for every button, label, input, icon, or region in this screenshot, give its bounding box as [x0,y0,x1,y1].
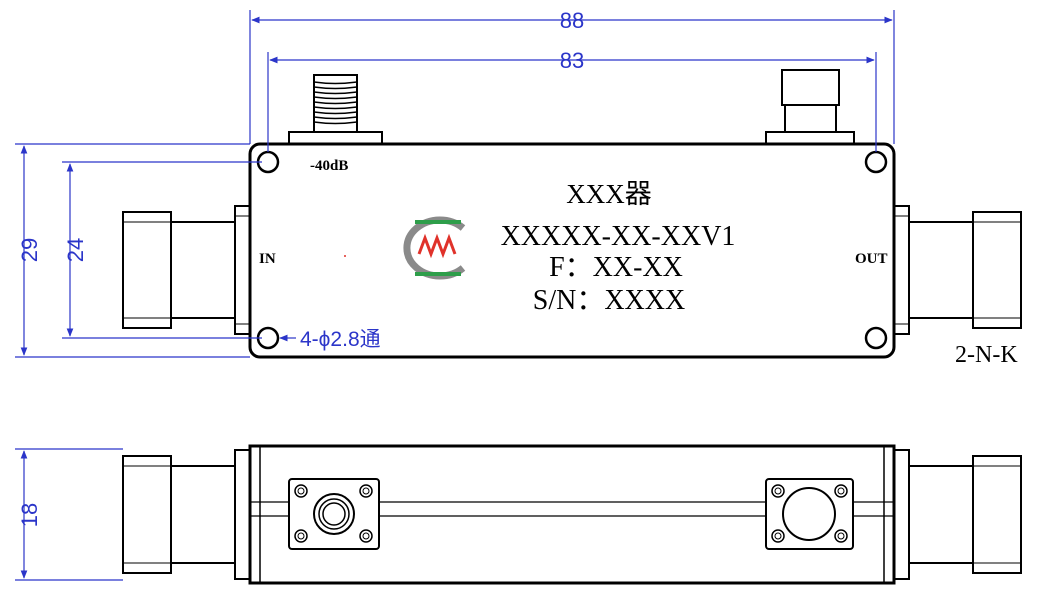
dim-mounting-holes: 4-ϕ2.8通 [300,328,381,351]
coupling-label: -40dB [310,158,348,174]
terminator-flange [765,478,854,550]
nameplate-line1: XXX器 [566,179,652,209]
output-port-label: OUT [855,251,888,267]
sma-coupled-port [288,74,383,145]
nameplate-line4: S/N：XXXX [533,285,685,316]
top-view [122,69,1022,359]
left-n-connector [122,205,251,335]
dim-overall-width: 88 [560,8,584,33]
dim-overall-height: 29 [17,238,42,262]
connector-type-label: 2-N-K [955,342,1018,368]
right-n-connector [893,205,1022,335]
dim-hole-spacing-width: 83 [560,48,584,73]
dim-hole-spacing-height: 24 [63,238,88,262]
dimension-lines [15,10,895,581]
nameplate-line3: F：XX-XX [549,252,683,283]
sma-flange [288,478,380,550]
terminated-port [765,69,855,145]
center-mark [344,255,346,257]
side-view [122,444,1022,585]
dim-side-height: 18 [17,503,42,527]
nameplate: XXX器 XXXXX-XX-XXV1 F：XX-XX S/N：XXXX [501,179,736,316]
input-port-label: IN [259,251,276,267]
nameplate-line2: XXXXX-XX-XXV1 [501,221,736,252]
housing-body [248,142,896,359]
company-logo-icon [403,216,466,280]
